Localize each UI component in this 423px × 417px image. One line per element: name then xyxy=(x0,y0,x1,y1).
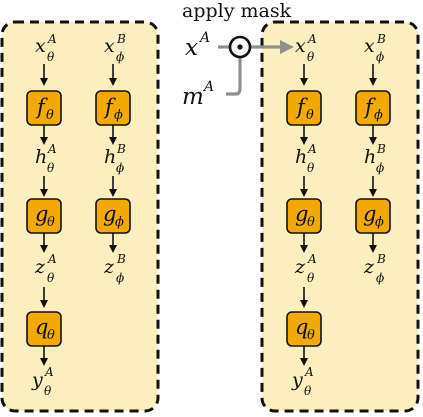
svg-text:θ: θ xyxy=(47,215,55,230)
svg-text:g: g xyxy=(103,202,116,226)
left-ya-label: y A θ xyxy=(31,365,54,398)
svg-text:h: h xyxy=(364,146,376,168)
svg-text:m: m xyxy=(182,84,204,110)
svg-text:y: y xyxy=(31,369,43,391)
left-xa-label: x A θ xyxy=(35,32,57,64)
left-xb-label: x B ϕ xyxy=(104,32,126,64)
left-col-b: x B ϕ f ϕ h B ϕ g ϕ z B ϕ xyxy=(95,32,131,285)
svg-text:θ: θ xyxy=(307,50,315,64)
svg-text:x: x xyxy=(35,35,46,57)
svg-text:y: y xyxy=(291,369,303,391)
svg-text:ϕ: ϕ xyxy=(376,271,384,285)
right-hb-label: h B ϕ xyxy=(364,142,386,175)
svg-text:B: B xyxy=(376,32,386,46)
mask-x-input: x A xyxy=(185,30,210,61)
svg-text:A: A xyxy=(307,142,317,156)
svg-text:B: B xyxy=(376,252,386,266)
svg-text:q: q xyxy=(295,315,308,339)
left-col-a: x A θ f θ h A θ g θ z A θ q θ y A θ xyxy=(26,32,62,398)
svg-text:θ: θ xyxy=(307,271,315,285)
svg-text:z: z xyxy=(363,256,375,278)
right-xb-label: x B ϕ xyxy=(364,32,386,64)
svg-text:ϕ: ϕ xyxy=(375,215,384,230)
svg-text:f: f xyxy=(103,95,116,119)
svg-text:θ: θ xyxy=(306,108,314,123)
svg-text:ϕ: ϕ xyxy=(116,50,124,64)
right-za-label: z A θ xyxy=(294,252,317,285)
left-panel xyxy=(0,20,160,413)
svg-text:θ: θ xyxy=(44,384,52,398)
right-xa-label: x A θ xyxy=(295,32,317,64)
svg-text:ϕ: ϕ xyxy=(374,108,383,123)
left-f-phi-block xyxy=(95,90,131,126)
svg-text:g: g xyxy=(35,202,48,226)
svg-text:f: f xyxy=(295,95,308,119)
svg-text:A: A xyxy=(307,32,317,46)
svg-text:A: A xyxy=(44,365,54,379)
svg-text:A: A xyxy=(47,32,57,46)
svg-text:θ: θ xyxy=(307,161,315,175)
svg-text:x: x xyxy=(185,35,198,61)
svg-text:θ: θ xyxy=(46,108,54,123)
svg-text:ϕ: ϕ xyxy=(376,50,384,64)
svg-text:A: A xyxy=(47,252,57,266)
svg-text:θ: θ xyxy=(47,50,55,64)
svg-text:g: g xyxy=(363,202,376,226)
svg-text:h: h xyxy=(35,146,47,168)
svg-text:B: B xyxy=(376,142,386,156)
svg-text:B: B xyxy=(116,252,126,266)
svg-text:x: x xyxy=(295,35,306,57)
svg-text:B: B xyxy=(116,142,126,156)
right-zb-label: z B ϕ xyxy=(363,252,386,285)
left-zb-label: z B ϕ xyxy=(103,252,126,285)
right-col-b: x B ϕ f ϕ h B ϕ g ϕ z B ϕ xyxy=(355,32,391,285)
svg-text:A: A xyxy=(202,79,214,95)
svg-text:A: A xyxy=(307,252,317,266)
svg-text:z: z xyxy=(34,256,46,278)
mask-m-input: m A xyxy=(182,79,214,110)
svg-text:ϕ: ϕ xyxy=(376,161,384,175)
svg-text:ϕ: ϕ xyxy=(116,161,124,175)
left-za-label: z A θ xyxy=(34,252,57,285)
svg-text:x: x xyxy=(364,35,375,57)
svg-text:q: q xyxy=(35,315,48,339)
right-ya-label: y A θ xyxy=(291,365,314,398)
svg-text:ϕ: ϕ xyxy=(114,108,123,123)
odot-icon xyxy=(228,35,252,59)
svg-text:ϕ: ϕ xyxy=(115,215,124,230)
m-to-odot-arrow xyxy=(226,56,242,96)
svg-text:f: f xyxy=(35,95,48,119)
svg-text:f: f xyxy=(363,95,376,119)
apply-mask-label: apply mask xyxy=(182,0,292,22)
svg-text:h: h xyxy=(104,146,116,168)
svg-text:θ: θ xyxy=(47,161,55,175)
left-hb-label: h B ϕ xyxy=(104,142,126,175)
right-ha-label: h A θ xyxy=(295,142,317,175)
svg-text:B: B xyxy=(116,32,126,46)
svg-text:A: A xyxy=(47,142,57,156)
svg-text:θ: θ xyxy=(304,384,312,398)
svg-text:A: A xyxy=(198,30,210,46)
svg-text:θ: θ xyxy=(47,328,55,343)
svg-text:g: g xyxy=(295,202,308,226)
svg-text:θ: θ xyxy=(47,271,55,285)
svg-text:z: z xyxy=(103,256,115,278)
svg-text:A: A xyxy=(304,365,314,379)
svg-text:h: h xyxy=(295,146,307,168)
right-f-phi-block xyxy=(355,90,391,126)
svg-text:θ: θ xyxy=(307,328,315,343)
svg-text:x: x xyxy=(104,35,115,57)
right-panel xyxy=(260,20,420,413)
svg-text:z: z xyxy=(294,256,306,278)
svg-text:θ: θ xyxy=(307,215,315,230)
left-ha-label: h A θ xyxy=(35,142,57,175)
right-col-a: x A θ f θ h A θ g θ z A θ q θ y A θ xyxy=(286,32,322,398)
svg-text:ϕ: ϕ xyxy=(116,271,124,285)
